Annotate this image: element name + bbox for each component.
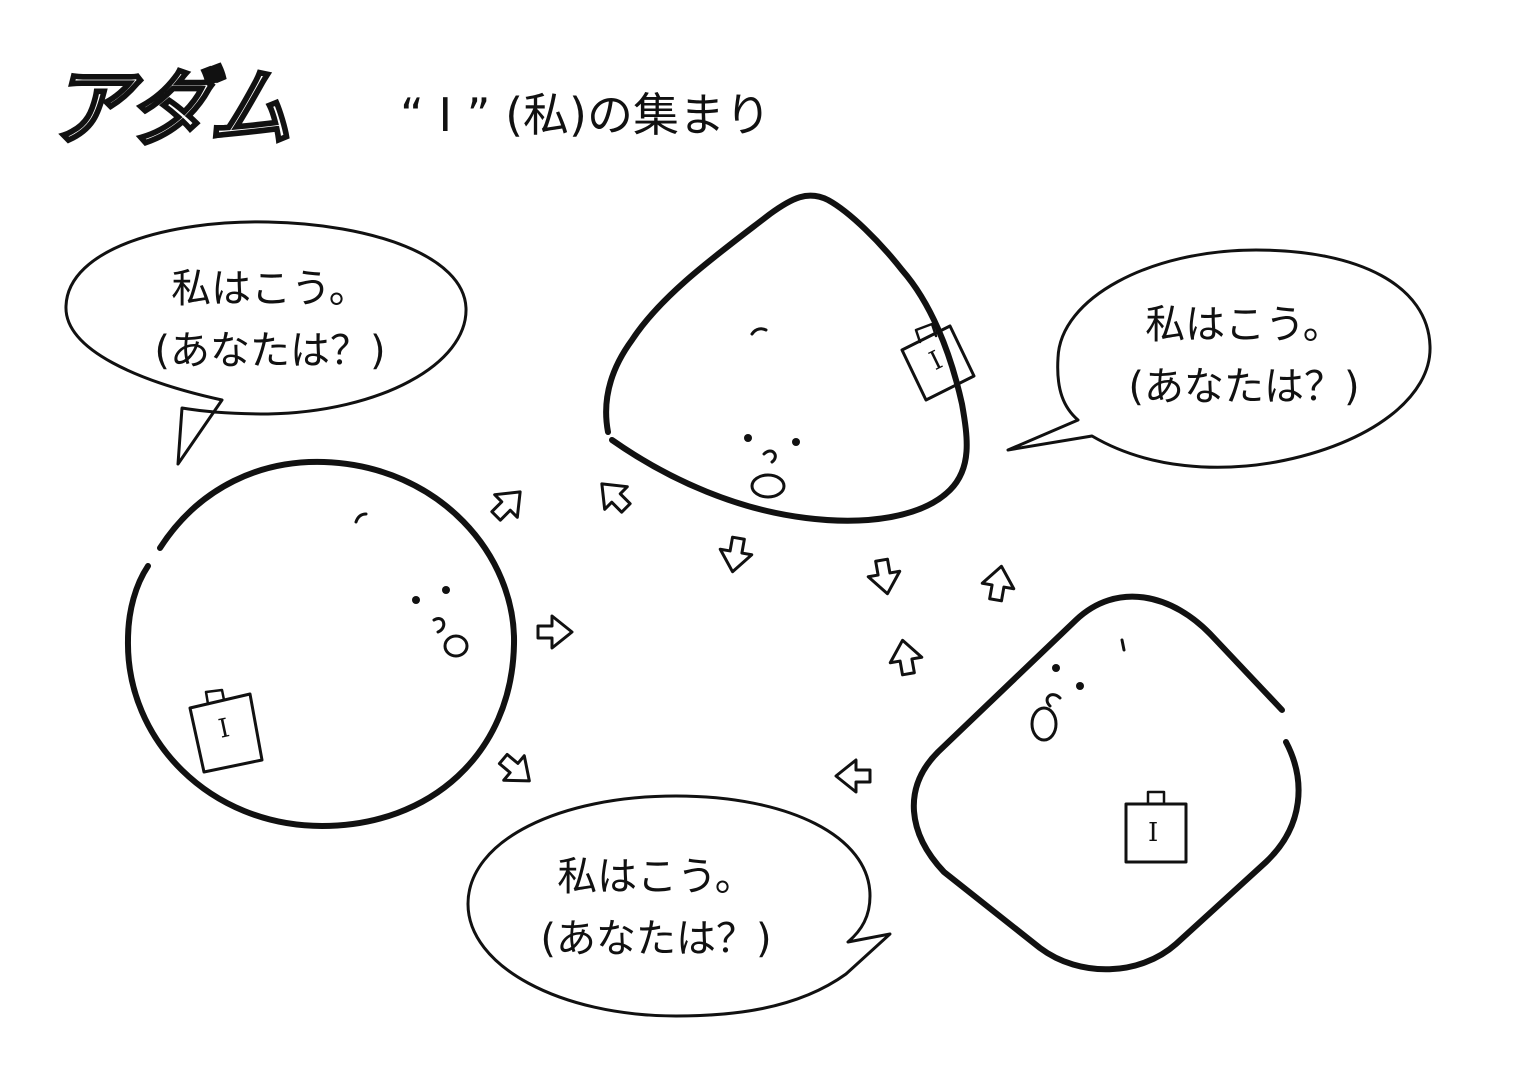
square-brow: [1120, 638, 1126, 652]
circle-brow: [354, 512, 368, 524]
circle-mouth: [443, 634, 469, 658]
bubble-text-bottom: 私はこう。 (あなたは？): [516, 846, 796, 970]
square-mouth: [1030, 706, 1058, 742]
triangle-nose: [762, 449, 777, 464]
circle-character: [124, 458, 518, 829]
bubble-text-top-right: 私はこう。 (あなたは？): [1104, 294, 1384, 418]
arrow-triangle-down-right: [866, 557, 902, 596]
bubble-line-1: 私はこう。: [557, 854, 755, 900]
arrows: [490, 482, 1016, 794]
page-title: “ I ” (私)の集まり: [400, 88, 771, 142]
arrow-square-left: [834, 758, 872, 794]
bubble-text-top-left: 私はこう。 (あなたは？): [130, 258, 410, 382]
bubble-line-1: 私はこう。: [1145, 302, 1343, 348]
triangle-tag: [900, 322, 976, 402]
triangle-mouth: [750, 473, 786, 499]
speech-bubble-top-left: [64, 220, 468, 466]
triangle-character: [603, 192, 970, 524]
arrow-circle-to-bubble: [497, 752, 531, 783]
triangle-brow: [750, 327, 768, 336]
eyes: [412, 434, 1084, 690]
speech-bubble-top-right: [1006, 248, 1432, 469]
bubble-line-1: 私はこう。: [171, 266, 369, 312]
arrow-triangle-down-left: [718, 535, 754, 574]
bubble-line-2: (あなたは？): [540, 916, 772, 962]
speech-bubble-bottom: [466, 794, 892, 1018]
square-nose: [1045, 693, 1062, 708]
arrow-circle-to-triangle: [490, 490, 522, 522]
bubble-line-2: (あなたは？): [154, 328, 386, 374]
square-character: [910, 593, 1302, 973]
arrow-square-up-left: [888, 638, 924, 677]
circle-tag: [188, 688, 264, 774]
arrow-square-up-right: [980, 564, 1016, 603]
logo: アダム: [46, 59, 293, 157]
arrow-triangle-to-circle: [600, 482, 632, 514]
square-tag: [1124, 790, 1188, 864]
circle-nose: [432, 617, 446, 634]
bubble-line-2: (あなたは？): [1128, 364, 1360, 410]
square-tag-label: I: [1148, 818, 1159, 848]
arrow-circle-right: [536, 614, 574, 650]
